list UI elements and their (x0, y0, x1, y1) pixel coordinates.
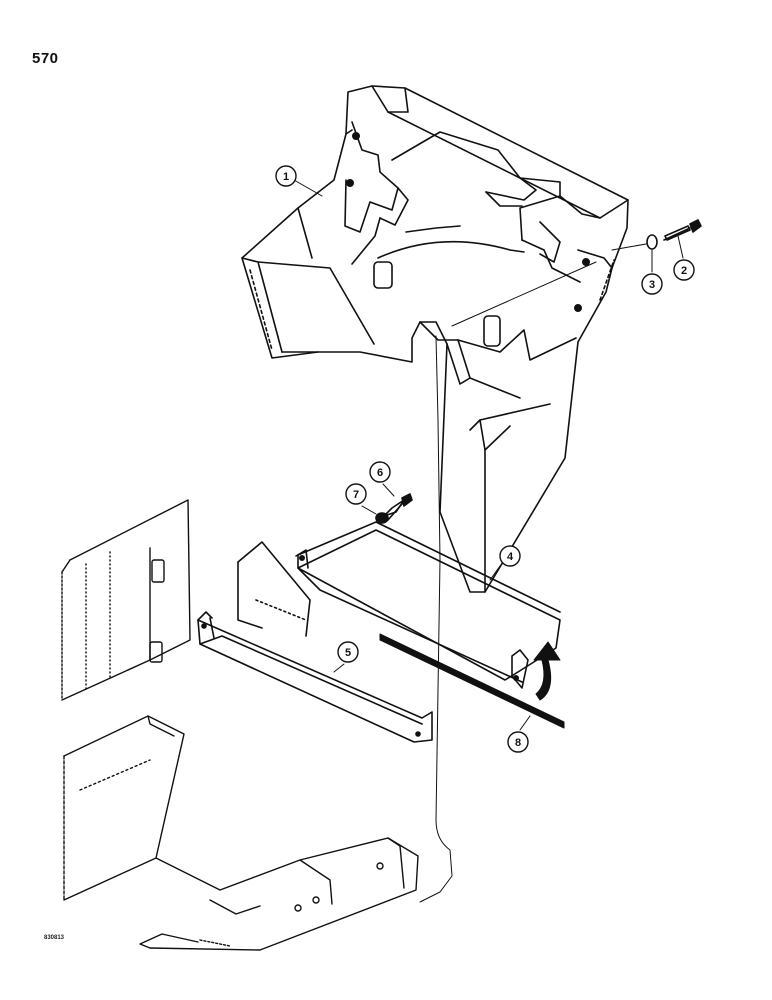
callout-4-label: 4 (507, 551, 514, 563)
callout-4: 4 (499, 545, 521, 567)
page-number: 570 (32, 50, 59, 67)
figure-code: 830813 (44, 935, 65, 941)
part-1-casting (241, 85, 629, 593)
part-7-washer (375, 512, 389, 524)
part-3-washer (646, 234, 658, 250)
callout-2: 2 (673, 259, 695, 281)
callout-2-label: 2 (681, 265, 687, 277)
callout-5: 5 (337, 641, 359, 663)
callout-3: 3 (641, 273, 663, 295)
callout-1-label: 1 (283, 171, 289, 183)
part-5-channel-bracket (197, 541, 433, 743)
callout-7: 7 (345, 483, 367, 505)
callout-leaders (293, 179, 684, 731)
callout-6: 6 (369, 461, 391, 483)
callout-7-label: 7 (353, 489, 359, 501)
part-6-screw (383, 493, 413, 521)
callout-3-label: 3 (649, 279, 655, 291)
part-8-seal-strip (379, 633, 565, 729)
lift-arrow-icon (533, 641, 561, 701)
callout-1: 1 (275, 165, 297, 187)
part-2-bolt (663, 219, 702, 241)
callout-5-label: 5 (345, 647, 351, 659)
callout-8: 8 (507, 731, 529, 753)
machine-frame (61, 499, 419, 951)
callout-8-label: 8 (515, 737, 521, 749)
part-4-cover-plate (295, 521, 561, 689)
callout-6-label: 6 (377, 467, 383, 479)
